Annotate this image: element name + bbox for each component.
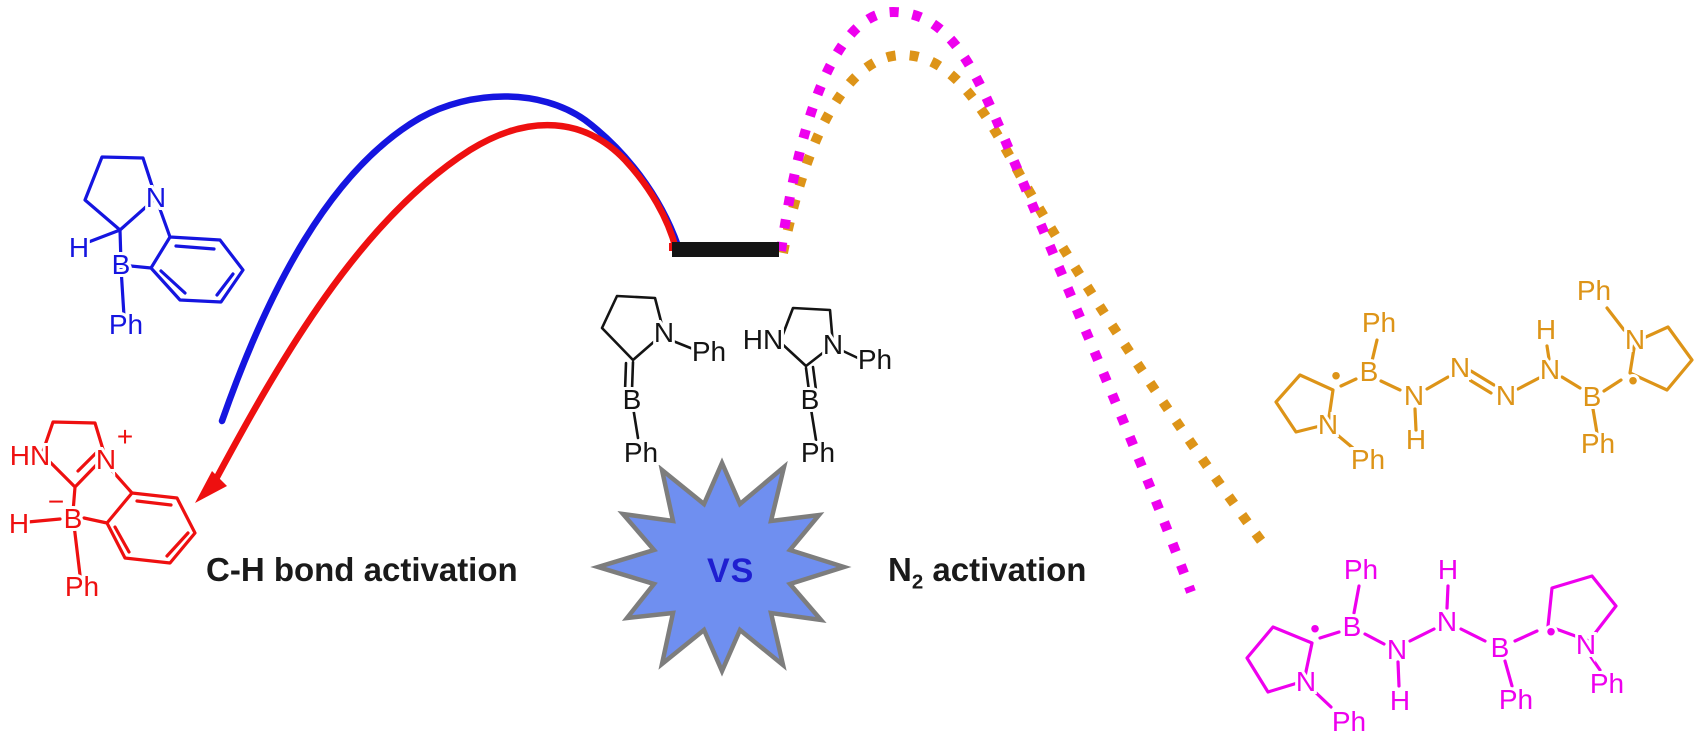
- svg-text:Ph: Ph: [858, 344, 892, 375]
- n2-base: N: [888, 551, 912, 588]
- svg-text:Ph: Ph: [1332, 706, 1366, 737]
- n2-rest: activation: [923, 551, 1087, 588]
- svg-text:N: N: [1387, 634, 1407, 665]
- bond-lines: [1245, 574, 1618, 709]
- svg-text:Ph: Ph: [65, 571, 99, 602]
- svg-text:N: N: [1540, 354, 1560, 385]
- svg-text:HN: HN: [10, 440, 50, 471]
- svg-text:N: N: [1625, 324, 1645, 355]
- svg-text:−: −: [48, 486, 64, 517]
- svg-text:N: N: [654, 317, 674, 348]
- svg-text:B: B: [1360, 356, 1379, 387]
- svg-text:Ph: Ph: [1344, 554, 1378, 585]
- svg-text:H: H: [1390, 685, 1410, 716]
- svg-text:N: N: [146, 182, 166, 213]
- svg-text:N: N: [1496, 380, 1516, 411]
- svg-text:Ph: Ph: [1499, 684, 1533, 715]
- svg-text:N: N: [1576, 629, 1596, 660]
- svg-text:+: +: [117, 421, 133, 452]
- svg-text:H: H: [1536, 314, 1556, 345]
- atom-labels: N HB Ph: [66, 179, 169, 343]
- svg-text:Ph: Ph: [1581, 428, 1615, 459]
- svg-text:N: N: [823, 329, 843, 360]
- bond-lines: [778, 306, 862, 442]
- svg-text:•: •: [1546, 616, 1556, 647]
- svg-text:N: N: [1318, 409, 1338, 440]
- red-energy-curve: [211, 121, 680, 485]
- svg-text:Ph: Ph: [1362, 307, 1396, 338]
- svg-text:Ph: Ph: [801, 437, 835, 468]
- svg-text:N: N: [1404, 380, 1424, 411]
- svg-text:B: B: [64, 503, 83, 534]
- bond-lines: [600, 294, 695, 440]
- svg-text:B: B: [1491, 632, 1510, 663]
- svg-text:N: N: [1450, 352, 1470, 383]
- red-product-structure: HN N+ B−H Ph: [6, 418, 197, 605]
- svg-text:B: B: [112, 249, 131, 280]
- vs-starburst: [590, 457, 852, 677]
- svg-text:N: N: [1437, 606, 1457, 637]
- vs-label: VS: [707, 552, 755, 590]
- bond-lines: [83, 155, 245, 318]
- svg-text:N: N: [1296, 666, 1316, 697]
- ch-activation-label: C-H bond activation: [206, 551, 518, 588]
- red-curve-arrowhead: [195, 471, 227, 503]
- svg-text:Ph: Ph: [1351, 444, 1385, 475]
- svg-text:B: B: [623, 384, 642, 415]
- magenta-energy-curve: [776, 6, 1196, 594]
- svg-text:B: B: [1343, 611, 1362, 642]
- svg-text:H: H: [1406, 424, 1426, 455]
- svg-text:Ph: Ph: [109, 309, 143, 340]
- svg-text:Ph: Ph: [624, 437, 658, 468]
- svg-text:Ph: Ph: [1577, 275, 1611, 306]
- svg-text:HN: HN: [743, 324, 783, 355]
- bond-lines: [26, 420, 197, 577]
- atom-labels: HN N+ B−H Ph: [6, 418, 136, 605]
- blue-product-structure: N HB Ph: [66, 155, 245, 343]
- intermediate-level-bar: [672, 242, 779, 257]
- svg-text:•: •: [1628, 365, 1638, 396]
- svg-text:B: B: [1583, 381, 1602, 412]
- svg-text:Ph: Ph: [692, 336, 726, 367]
- svg-text:N: N: [96, 444, 116, 475]
- bond-lines: [1274, 306, 1694, 450]
- n2-subscript: 2: [911, 570, 924, 594]
- orange-energy-curve: [778, 49, 1269, 550]
- svg-text:Ph: Ph: [1590, 668, 1624, 699]
- svg-text:H: H: [9, 508, 29, 539]
- svg-text:H: H: [1438, 554, 1458, 585]
- svg-text:•: •: [1310, 613, 1320, 644]
- svg-text:•: •: [1331, 360, 1341, 391]
- n2-activation-label: N2 activation: [888, 551, 1087, 592]
- svg-text:B: B: [801, 384, 820, 415]
- svg-text:H: H: [69, 232, 89, 263]
